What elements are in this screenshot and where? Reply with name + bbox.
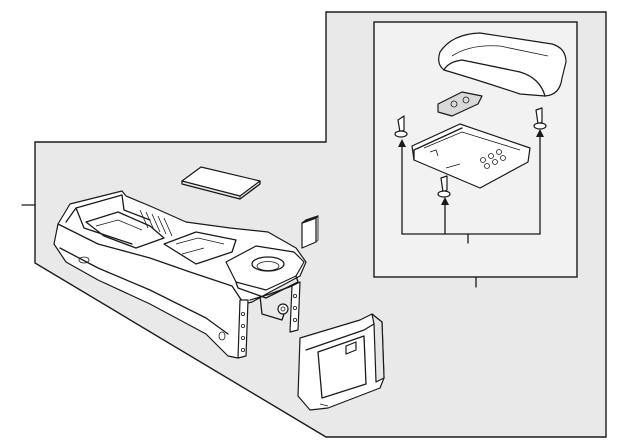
arrow-left (398, 139, 406, 147)
screw-bottom (437, 175, 451, 198)
arrow-right (536, 129, 544, 137)
screw-right (533, 107, 547, 130)
inset-leader-lines (401, 133, 541, 244)
switch-plate (301, 215, 319, 249)
arrow-bottom (441, 197, 449, 205)
armrest-lid (438, 32, 567, 97)
screw-left (394, 115, 408, 138)
rear-cover-panel (297, 313, 385, 411)
latch (437, 91, 483, 117)
console-body (53, 190, 307, 359)
armrest-bracket (411, 123, 531, 189)
storage-mat (181, 166, 261, 200)
